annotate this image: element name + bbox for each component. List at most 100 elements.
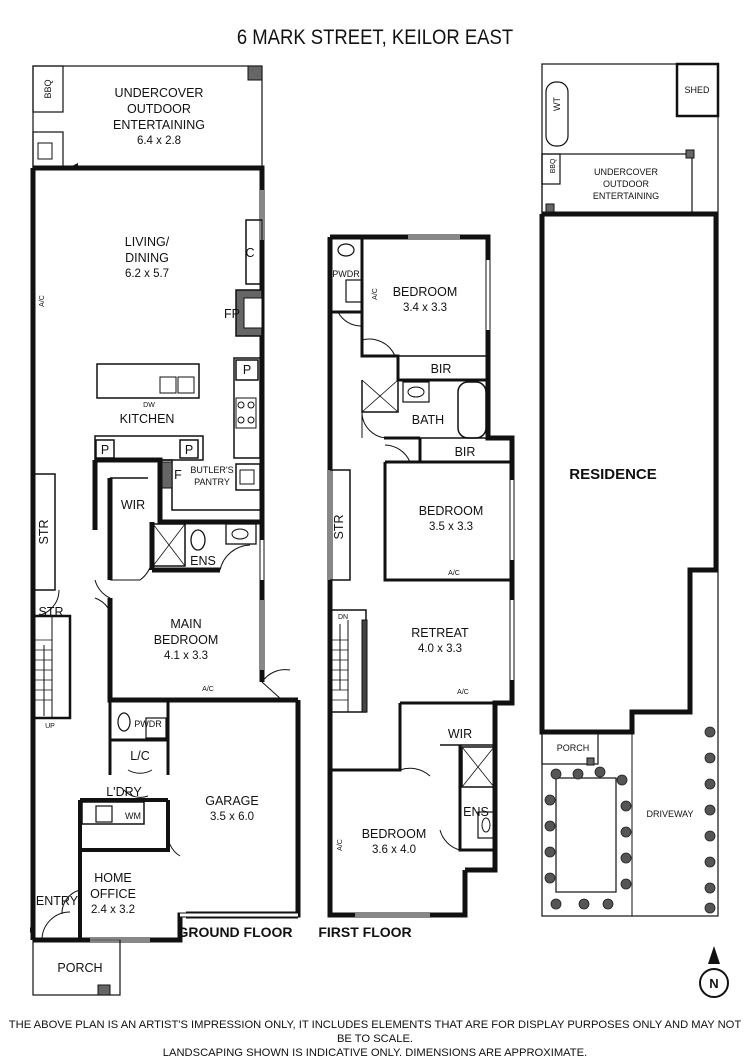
sink-bowl [159,376,177,394]
retreat-dims: 4.0 x 3.3 [418,643,462,655]
dishwasher-label: DW [143,402,155,409]
door-swing [127,769,153,774]
shrub-icon [620,800,632,812]
pantry-label: P [243,363,251,377]
laundry-label: L'DRY [106,785,142,799]
shrub-icon [544,820,556,832]
north-arrow-icon [699,968,729,998]
wm-label: WM [125,811,141,821]
bbq-counter [32,65,64,113]
outdoor-dims: 6.4 x 2.8 [137,135,181,147]
fridge-label: F [174,468,182,482]
pwdr-walls [108,700,170,742]
shrub-icon [704,804,716,816]
ac-label: A/C [39,295,46,307]
shrub-icon [550,898,562,910]
vanity [477,811,495,839]
stair-treads [330,639,348,701]
bedroom-wall [383,462,512,582]
pwdr-label: PWDR [332,269,360,279]
kitchen-label: KITCHEN [120,412,175,426]
shrub-icon [704,882,716,894]
site-outdoor-label-2: OUTDOOR [603,179,649,189]
shower-diagonal [461,746,495,788]
outdoor-label-2: OUTDOOR [127,102,191,116]
shrub-icon [550,768,562,780]
door-swing [261,669,291,683]
office-label-2: OFFICE [90,887,136,901]
shrub-icon [616,774,628,786]
fireplace-hearth [243,297,263,329]
shrub-icon [544,794,556,806]
door-swing [61,889,81,915]
plan-title: 6 MARK STREET, KEILOR EAST [236,26,514,49]
door-swing [384,444,411,463]
living-label-2: DINING [125,251,169,265]
pwdr-label: PWDR [134,719,162,729]
shrub-icon [602,898,614,910]
water-tank [545,81,569,147]
water-tank-label: WT [552,97,562,111]
sink-bowl [177,376,195,394]
ground-floor-labels: BBQ UNDERCOVER OUTDOOR ENTERTAINING 6.4 … [36,79,293,975]
bedroom-wall [360,312,488,382]
ac-label: A/C [337,839,344,851]
bedroom-1-label: BEDROOM [393,285,458,299]
site-post [545,203,555,213]
porch-post [97,984,111,996]
living-label-1: LIVING/ [125,235,170,249]
cooktop [235,397,257,429]
fireplace-label: FP [224,307,240,321]
bbq-label: BBQ [550,158,557,173]
cooktop-burner [237,416,245,424]
basin [407,386,425,398]
cooktop-burner [247,401,255,409]
bedroom-wall [330,703,402,772]
site-post [586,757,595,766]
shrub-icon [704,830,716,842]
vanity [225,523,257,545]
toilet [337,243,355,257]
ground-outer-wall-left [30,168,36,933]
garage-dims: 3.5 x 6.0 [210,811,254,823]
wir-label: WIR [448,727,472,741]
north-arrow-pointer-icon [708,946,720,964]
ac-label: A/C [202,686,214,693]
butlers-label-1: BUTLER'S [190,465,233,475]
shrub-icon [544,846,556,858]
pantry-cupboard [179,439,199,459]
site-labels: WT SHED BBQ UNDERCOVER OUTDOOR ENTERTAIN… [550,85,719,991]
site-porch-label: PORCH [557,743,590,753]
main-bedroom-label-2: BEDROOM [154,633,219,647]
outdoor-label-1: UNDERCOVER [115,86,204,100]
outdoor-label-3: ENTERTAINING [113,118,205,132]
outdoor-entertaining-area [32,65,263,169]
bir-robe [419,437,513,463]
bedroom-2-dims: 3.5 x 3.3 [429,521,473,533]
basin [345,279,363,303]
cooktop-burner [237,401,245,409]
site-plan [539,62,729,998]
bedroom-3-label: BEDROOM [362,827,427,841]
door-swing [94,579,111,599]
garden-bed [555,777,617,893]
shrub-icon [578,898,590,910]
door-swing [167,829,181,857]
bbq-label: BBQ [43,79,53,98]
entry-label: ENTRY [36,894,79,908]
site-post [685,149,695,159]
ens-label: ENS [463,805,489,819]
pantry-right-label: P [185,443,193,457]
pantry-fridge [161,461,173,489]
basin [231,528,249,540]
str-label-2: STR [39,605,64,619]
bedroom-3-dims: 3.6 x 4.0 [372,844,416,856]
ac-label: A/C [457,689,469,696]
shrub-icon [704,778,716,790]
shrub-icon [620,852,632,864]
toilet [190,529,206,551]
site-porch [541,731,599,765]
shrub-icon [704,752,716,764]
door-swing [361,338,396,357]
up-label: UP [45,723,55,730]
